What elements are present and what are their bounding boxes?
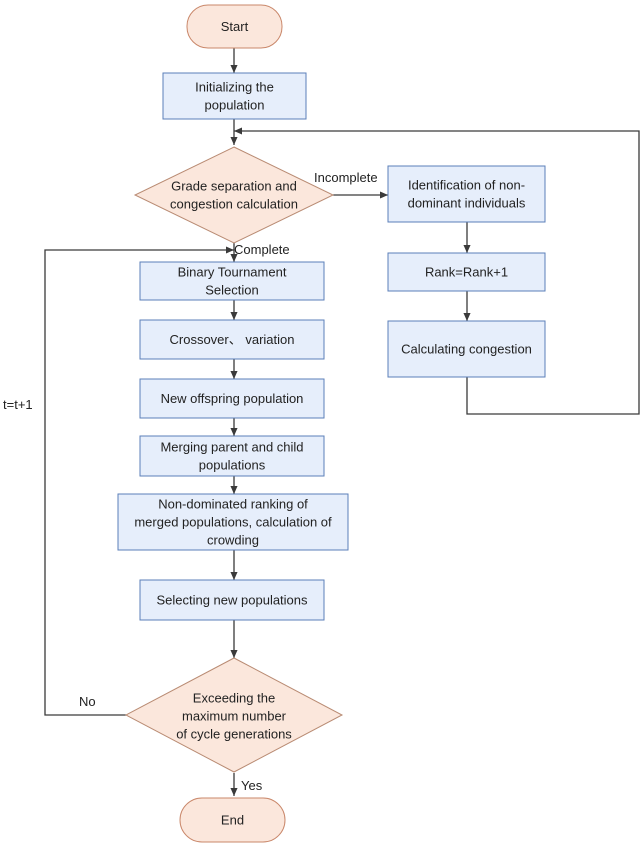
loop-counter-label: t=t+1 bbox=[3, 397, 33, 412]
init-label: Initializing the population bbox=[195, 80, 274, 113]
init-line: population bbox=[205, 98, 265, 113]
process-nondom: Non-dominated ranking of merged populatio… bbox=[117, 493, 349, 551]
grade-line: congestion calculation bbox=[170, 197, 298, 212]
end-label: End bbox=[221, 813, 244, 828]
ident-label: Identification of non-dominant individua… bbox=[408, 178, 526, 211]
nondom-line: Non-dominated ranking of bbox=[158, 497, 308, 512]
end-line: End bbox=[221, 813, 244, 828]
merging-line: Merging parent and child bbox=[160, 440, 303, 455]
nondom-label: Non-dominated ranking of merged populatio… bbox=[134, 497, 332, 548]
process-crossover: Crossover、 variation bbox=[139, 319, 325, 360]
select-label: Selecting new populations bbox=[156, 593, 308, 608]
edge-congestion-return bbox=[234, 127, 640, 415]
calc-congestion-label: Calculating congestion bbox=[401, 342, 532, 357]
grade-line: Grade separation and bbox=[171, 179, 297, 194]
rank-line: Rank=Rank+1 bbox=[425, 265, 508, 280]
merging-label: Merging parent and child populations bbox=[160, 440, 303, 473]
exceed-label: Exceeding the maximum number of cycle gene… bbox=[176, 691, 292, 742]
no-label: No bbox=[79, 694, 96, 709]
process-ident: Identification of non-dominant individua… bbox=[387, 165, 546, 223]
terminal-end: End bbox=[179, 797, 286, 843]
calc_cong-line: Calculating congestion bbox=[401, 342, 532, 357]
grade-label: Grade separation and congestion calculati… bbox=[170, 179, 298, 212]
ident-line: dominant individuals bbox=[408, 196, 526, 211]
merging-line: populations bbox=[199, 458, 266, 473]
process-merging: Merging parent and child populations bbox=[139, 435, 325, 477]
process-init: Initializing the population bbox=[162, 72, 307, 120]
ident-line: Identification of non- bbox=[408, 178, 525, 193]
select-line: Selecting new populations bbox=[156, 593, 308, 608]
start-line: Start bbox=[221, 19, 249, 34]
init-line: Initializing the bbox=[195, 80, 274, 95]
exceed-line: of cycle generations bbox=[176, 727, 292, 742]
offspring-line: New offspring population bbox=[161, 391, 304, 406]
process-rank: Rank=Rank+1 bbox=[387, 252, 546, 292]
binary-line: Selection bbox=[205, 283, 258, 298]
yes-label: Yes bbox=[241, 778, 263, 793]
process-select: Selecting new populations bbox=[139, 579, 325, 621]
start-label: Start bbox=[221, 19, 249, 34]
offspring-label: New offspring population bbox=[161, 391, 304, 406]
process-calc-congestion: Calculating congestion bbox=[387, 320, 546, 378]
process-offspring: New offspring population bbox=[139, 378, 325, 419]
rank-label: Rank=Rank+1 bbox=[425, 265, 508, 280]
nondom-line: crowding bbox=[207, 533, 259, 548]
exceed-line: Exceeding the bbox=[193, 691, 275, 706]
incomplete-label: Incomplete bbox=[314, 170, 378, 185]
crossover-line: Crossover、 variation bbox=[170, 332, 295, 347]
decision-grade: Grade separation and congestion calculati… bbox=[133, 146, 335, 244]
complete-label: Complete bbox=[234, 242, 290, 257]
decision-exceed: Exceeding the maximum number of cycle gene… bbox=[124, 657, 344, 773]
edge-loop-back bbox=[44, 246, 234, 716]
connectors bbox=[44, 48, 640, 796]
terminal-start: Start bbox=[186, 4, 283, 49]
crossover-label: Crossover、 variation bbox=[170, 332, 295, 347]
exceed-line: maximum number bbox=[182, 709, 287, 724]
binary-line: Binary Tournament bbox=[178, 265, 287, 280]
nondom-line: merged populations, calculation of bbox=[134, 515, 332, 530]
